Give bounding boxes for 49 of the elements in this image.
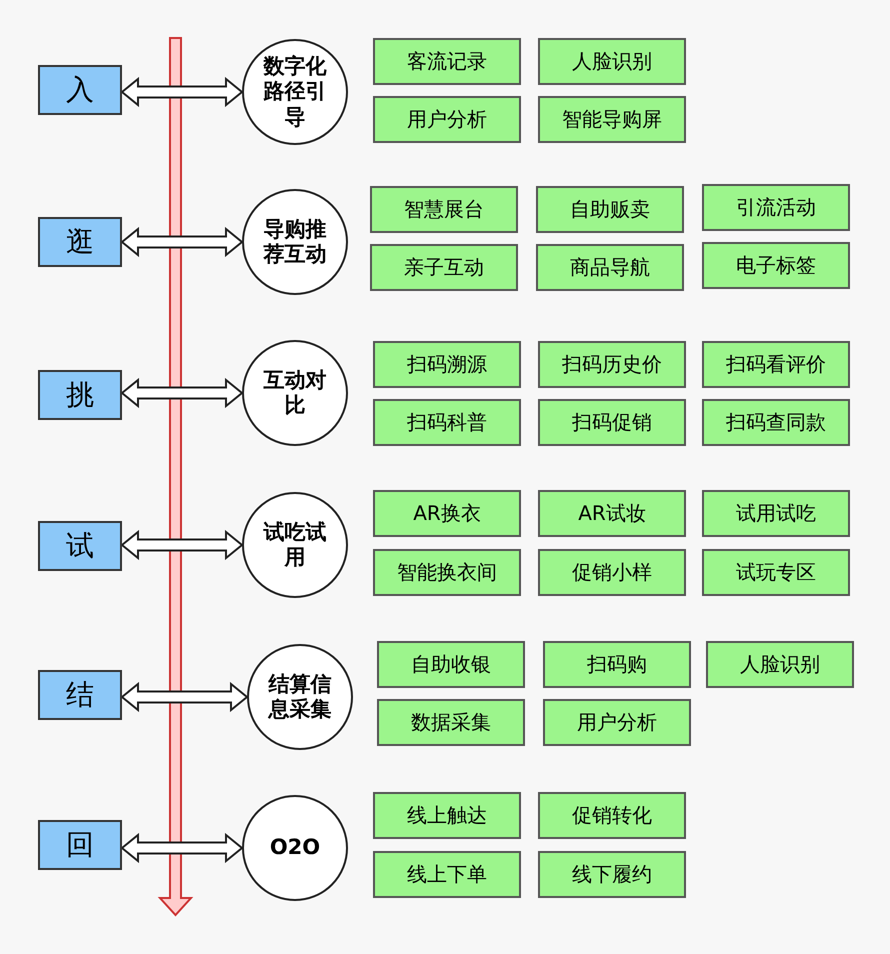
feature-box: 扫码溯源 [373,341,521,388]
feature-box: 商品导航 [536,244,684,291]
double-arrow [120,832,244,864]
feature-box: AR换衣 [373,490,521,537]
feature-box: 扫码历史价 [538,341,686,388]
feature-box: 扫码购 [543,641,691,688]
double-arrow [120,76,244,108]
stage-box: 回 [38,820,122,870]
feature-box: AR试妆 [538,490,686,537]
feature-box: 线上下单 [373,851,521,898]
stage-box: 入 [38,65,122,115]
stage-box: 结 [38,670,122,720]
stage-circle: 互动对比 [242,340,348,446]
feature-box: 自助贩卖 [536,186,684,233]
feature-box: 电子标签 [702,242,850,289]
stage-circle: 数字化路径引导 [242,39,348,145]
feature-box: 扫码查同款 [702,399,850,446]
feature-box: 扫码促销 [538,399,686,446]
stage-circle: 结算信息采集 [247,644,353,750]
double-arrow [120,226,244,258]
feature-box: 数据采集 [377,699,525,746]
feature-box: 智能导购屏 [538,96,686,143]
double-arrow [120,378,244,408]
double-arrow [120,682,249,712]
stage-box: 试 [38,521,122,571]
stage-circle: 试吃试用 [242,492,348,598]
feature-box: 智慧展台 [370,186,518,233]
feature-box: 用户分析 [543,699,691,746]
feature-box: 线下履约 [538,851,686,898]
feature-box: 促销转化 [538,792,686,839]
feature-box: 试玩专区 [702,549,850,596]
feature-box: 促销小样 [538,549,686,596]
feature-box: 线上触达 [373,792,521,839]
stage-box: 逛 [38,217,122,267]
double-arrow [120,530,244,560]
stage-circle: 导购推荐互动 [242,189,348,295]
stage-circle: O2O [242,795,348,901]
feature-box: 扫码科普 [373,399,521,446]
feature-box: 试用试吃 [702,490,850,537]
feature-box: 自助收银 [377,641,525,688]
feature-box: 客流记录 [373,38,521,85]
feature-box: 人脸识别 [538,38,686,85]
feature-box: 人脸识别 [706,641,854,688]
feature-box: 智能换衣间 [373,549,521,596]
feature-box: 扫码看评价 [702,341,850,388]
feature-box: 亲子互动 [370,244,518,291]
feature-box: 用户分析 [373,96,521,143]
stage-box: 挑 [38,370,122,420]
feature-box: 引流活动 [702,184,850,231]
